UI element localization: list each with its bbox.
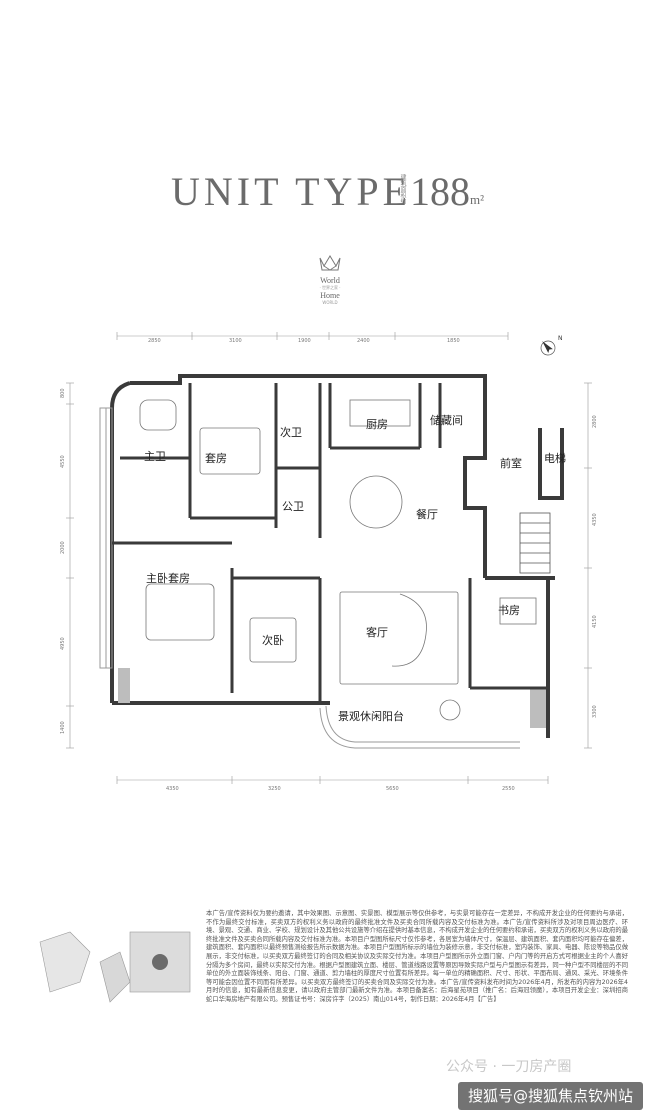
key-plan — [39, 931, 191, 1003]
room-public-bath: 公卫 — [282, 500, 304, 513]
dim-right-1: 2800 — [592, 415, 598, 428]
dim-bottom-4: 2550 — [502, 786, 515, 792]
living-rug — [339, 591, 459, 685]
dining-table — [349, 475, 403, 529]
room-kitchen: 厨房 — [366, 418, 388, 431]
dim-left-1: 800 — [60, 388, 66, 398]
kitchen-counter — [349, 399, 411, 427]
suite-bed — [199, 427, 261, 475]
wechat-watermark: 公众号 · 一刀房产圈 — [446, 1059, 572, 1075]
room-study: 书房 — [498, 604, 520, 617]
floor-plan: 2850 3100 1900 2400 1850 N 800 4550 2000… — [60, 332, 598, 792]
dim-left-5: 1400 — [60, 721, 66, 734]
room-suite: 套房 — [205, 452, 227, 465]
room-second-bedroom: 次卧 — [262, 633, 284, 647]
dim-top-2: 3100 — [229, 338, 242, 344]
walls — [110, 374, 564, 738]
study-desk — [499, 597, 537, 625]
dim-bottom-3: 5650 — [386, 786, 399, 792]
room-storage: 储藏间 — [430, 413, 463, 427]
unit-type-title: UNIT TYPE — [171, 169, 412, 214]
windows — [99, 407, 546, 749]
sohu-watermark: 搜狐号@搜狐焦点钦州站 — [458, 1082, 644, 1110]
compass-icon — [540, 340, 556, 356]
dim-bottom-1: 4350 — [166, 786, 179, 792]
logo-line1: World — [320, 276, 340, 285]
interior-walls — [112, 383, 548, 703]
bottom-dimension-line — [116, 776, 549, 784]
unit-area: 188 — [410, 169, 470, 214]
master-bed — [145, 583, 215, 641]
room-living: 客厅 — [366, 625, 388, 639]
dim-top-5: 1850 — [447, 338, 460, 344]
legal-disclaimer: 本广告/宣传资料仅为要约邀请，其中效果图、示意图、实景图、模型展示等仅供参考，与… — [206, 910, 628, 1003]
dim-top-4: 2400 — [357, 338, 370, 344]
dim-left-2: 4550 — [60, 455, 66, 468]
room-elevator: 电梯 — [544, 452, 566, 465]
area-unit: m² — [470, 192, 485, 207]
logo-sub2: WORLD — [322, 300, 338, 305]
logo-line2: Home — [320, 291, 340, 300]
dim-right-2: 4350 — [592, 513, 598, 526]
top-dimension-line — [116, 332, 509, 340]
room-dining: 餐厅 — [416, 507, 438, 521]
room-foyer: 前室 — [500, 456, 522, 470]
furniture — [139, 399, 537, 721]
bathtub — [139, 399, 177, 431]
room-second-bath: 次卫 — [280, 425, 302, 439]
dim-bottom-2: 3250 — [268, 786, 281, 792]
area-note: 建筑面积约 — [399, 174, 406, 204]
crown-icon — [319, 255, 341, 271]
dim-top-3: 1900 — [298, 338, 311, 344]
balcony-chair — [439, 699, 461, 721]
right-dimension-line — [584, 382, 592, 749]
left-dimension-line — [66, 382, 74, 749]
dim-right-3: 4150 — [592, 615, 598, 628]
title-block: UNIT TYPE 建筑面积约 188 m² — [0, 168, 660, 214]
second-bed — [249, 617, 297, 663]
sofa — [391, 593, 427, 667]
room-master-bath: 主卫 — [144, 450, 166, 463]
staircase — [519, 512, 551, 574]
room-master-suite: 主卧套房 — [146, 572, 190, 585]
dim-left-4: 4950 — [60, 637, 66, 650]
dim-left-3: 2000 — [60, 541, 66, 554]
brand-logo: World · 世界之家 · Home WORLD — [300, 254, 360, 316]
logo-sub1: · 世界之家 · — [319, 285, 341, 290]
dim-top-1: 2850 — [148, 338, 161, 344]
room-balcony: 景观休闲阳台 — [338, 709, 404, 723]
dim-right-4: 3300 — [592, 705, 598, 718]
compass-label: N — [558, 335, 563, 342]
